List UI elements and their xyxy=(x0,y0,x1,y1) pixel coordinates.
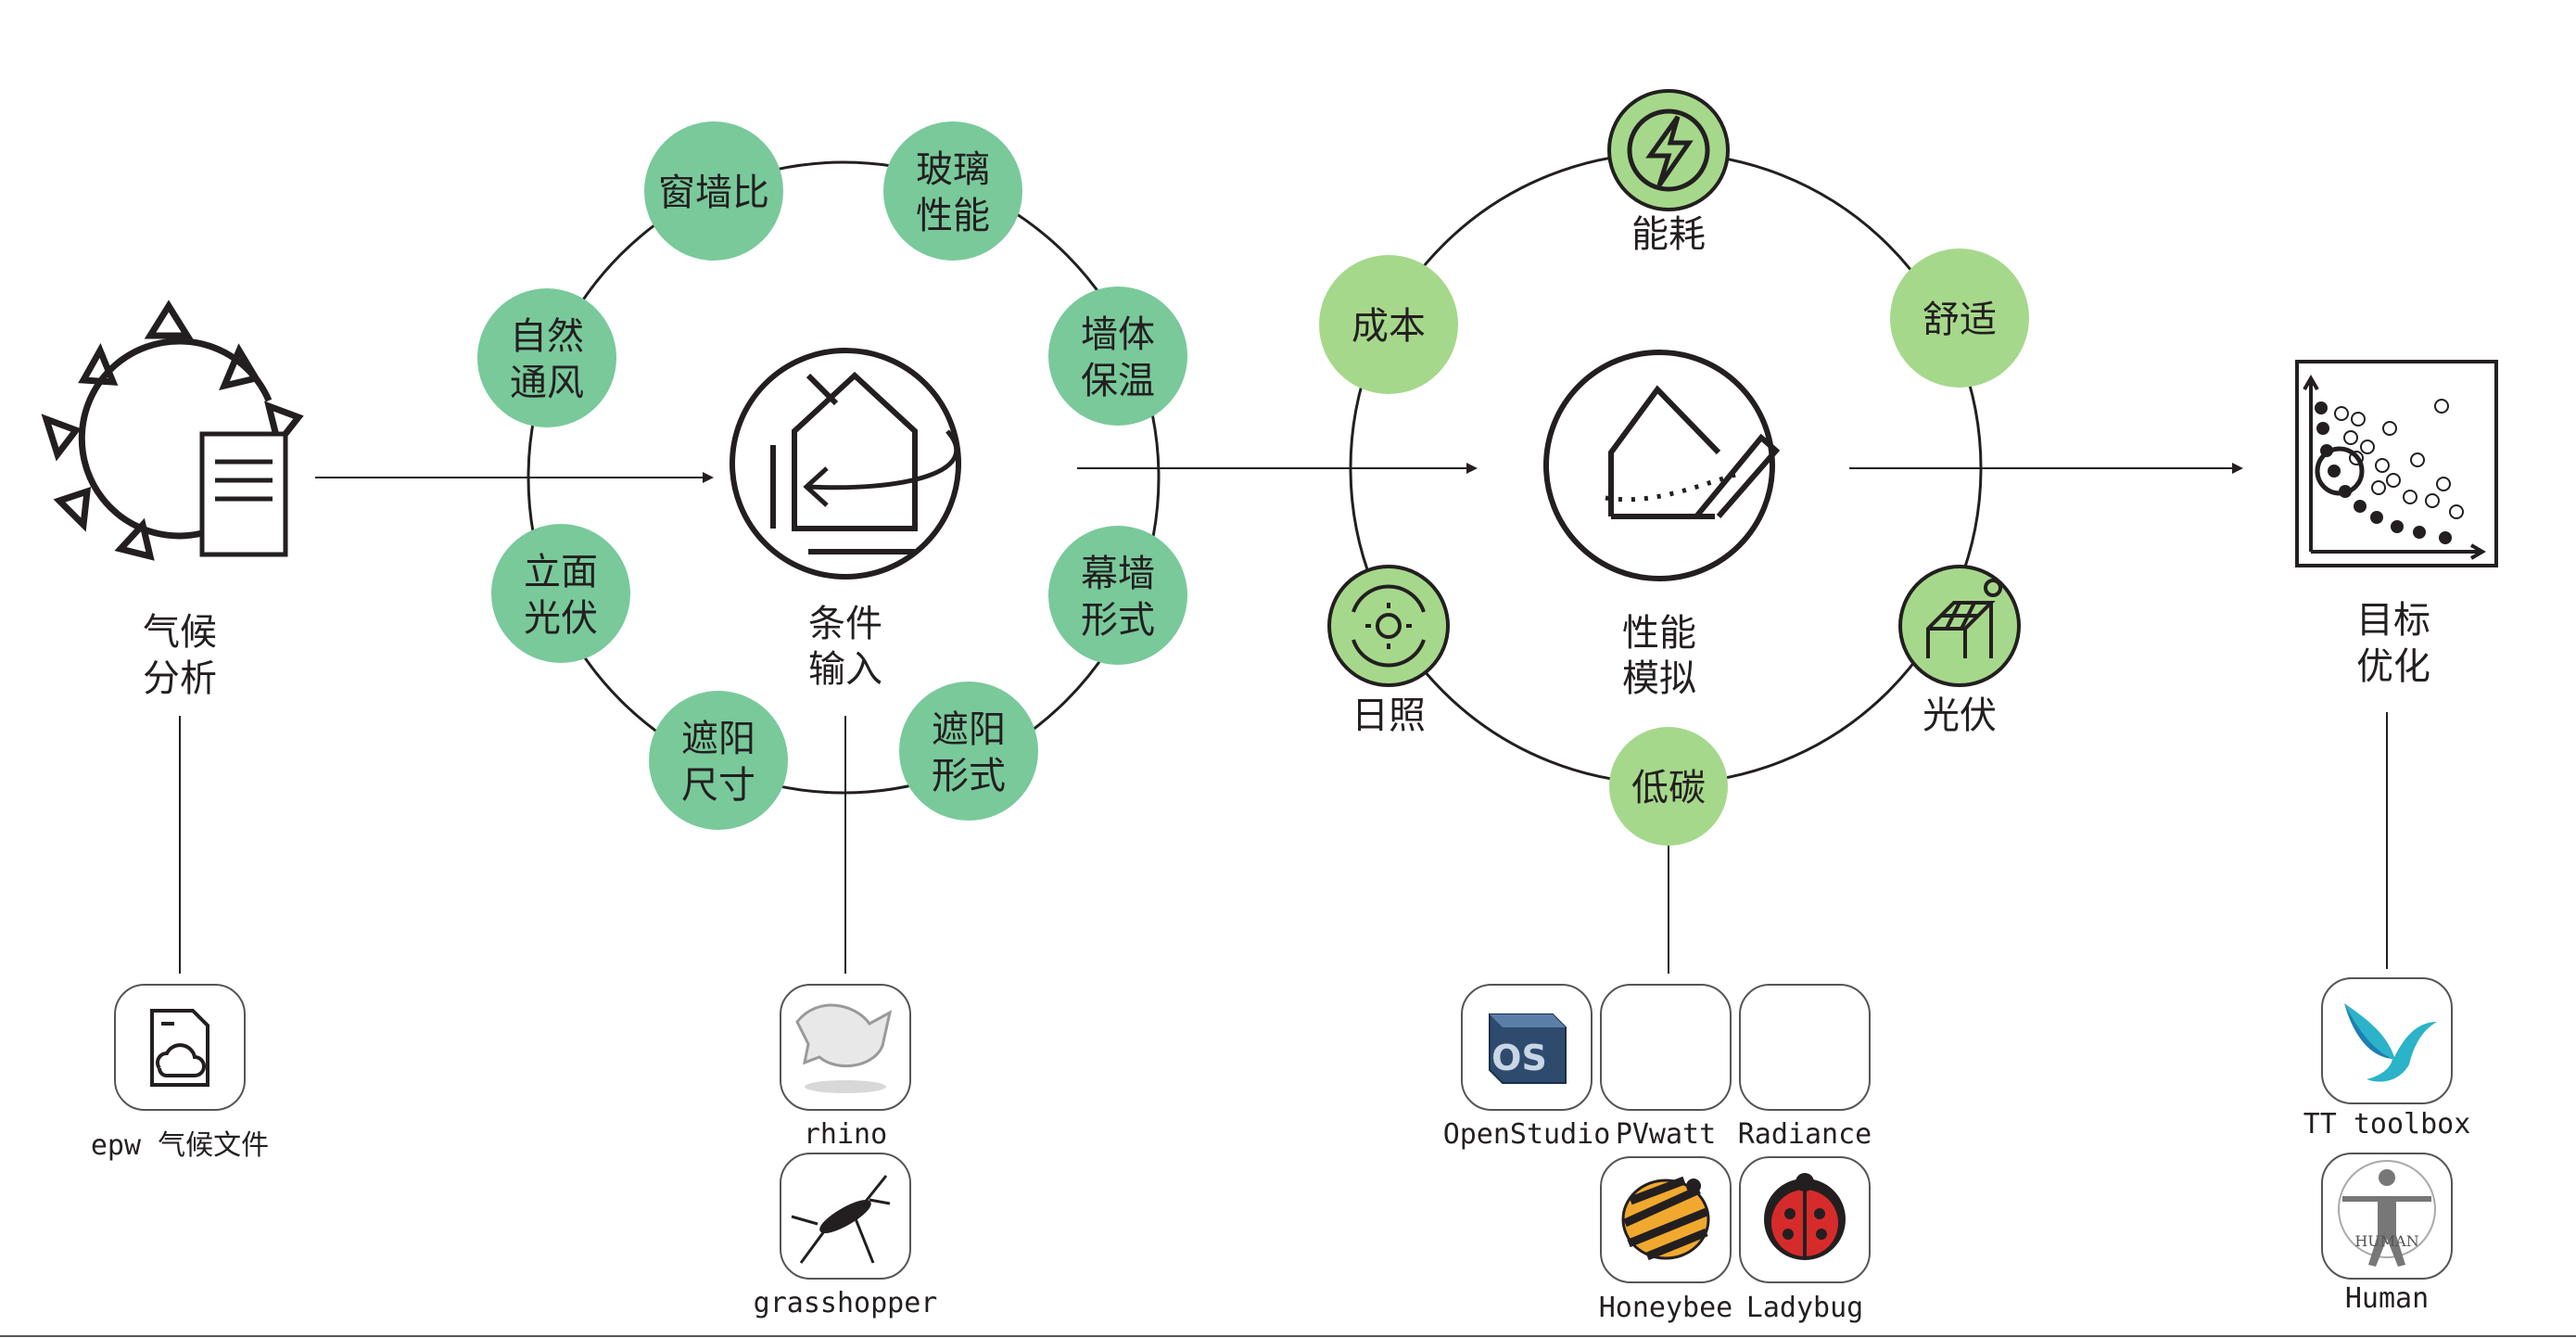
performance-node-label: 光伏 xyxy=(1922,694,1997,737)
performance-node-energy[interactable]: 能耗 xyxy=(1607,89,1730,256)
rhino-logo-icon xyxy=(795,1003,893,1093)
condition-node-label: 墙体 xyxy=(1081,313,1155,356)
optimization-label-line1: 目标 xyxy=(2356,599,2430,642)
condition-node-label: 性能 xyxy=(916,195,990,237)
performance-node-label: 舒适 xyxy=(1922,299,1997,341)
condition-node[interactable]: 玻璃 性能 xyxy=(883,121,1022,261)
pvwatt-tool-frame[interactable] xyxy=(1600,984,1732,1111)
grasshopper-logo-icon xyxy=(791,1175,891,1264)
rhino-tool-label: rhino xyxy=(804,1118,887,1151)
condition-node-label: 自然 xyxy=(510,315,584,358)
svg-text:OS: OS xyxy=(1491,1038,1547,1078)
conditions-center-line2: 输入 xyxy=(808,648,882,691)
climate-label-line1: 气候 xyxy=(143,611,217,654)
conditions-ring xyxy=(527,160,1161,795)
epw-tool-frame[interactable] xyxy=(114,984,246,1111)
performance-node-sunlight[interactable]: 日照 xyxy=(1327,565,1450,737)
condition-node[interactable]: 墙体 保温 xyxy=(1048,287,1187,426)
condition-node[interactable]: 遮阳 形式 xyxy=(899,682,1038,821)
honeybee-tool-label: Honeybee xyxy=(1599,1292,1733,1324)
tt-toolbox-tool-frame[interactable] xyxy=(2321,977,2453,1104)
condition-node-label: 光伏 xyxy=(524,597,598,640)
pareto-scatter-icon xyxy=(2295,360,2498,567)
performance-node-lowcarbon[interactable]: 低碳 xyxy=(1609,727,1728,846)
pvwatt-tool-label: PVwatt xyxy=(1616,1118,1716,1151)
optimization-label-line2: 优化 xyxy=(2356,645,2430,688)
human-figure-icon: HUMAN xyxy=(2338,1160,2436,1267)
climate-icon xyxy=(41,299,304,561)
tt-toolbox-bird-icon xyxy=(2344,1003,2437,1082)
performance-center-line2: 模拟 xyxy=(1622,657,1696,700)
condition-node[interactable]: 窗墙比 xyxy=(644,121,783,261)
house-dimension-icon xyxy=(730,348,961,580)
human-tool-label: Human xyxy=(2345,1282,2429,1315)
human-badge: HUMAN xyxy=(2354,1232,2418,1250)
weather-file-icon xyxy=(150,1009,209,1087)
climate-label-line2: 分析 xyxy=(143,657,217,700)
energy-bolt-icon xyxy=(1627,108,1710,192)
conditions-center-line1: 条件 xyxy=(808,603,882,645)
condition-node[interactable]: 幕墙 形式 xyxy=(1048,526,1187,665)
openstudio-logo-icon: OS xyxy=(1489,1013,1567,1084)
performance-node-label: 能耗 xyxy=(1631,213,1706,256)
performance-center-line1: 性能 xyxy=(1622,612,1696,655)
condition-node-label: 玻璃 xyxy=(916,148,990,191)
condition-node[interactable]: 遮阳 尺寸 xyxy=(649,691,788,830)
condition-node-label: 保温 xyxy=(1081,360,1155,402)
honeybee-logo-icon xyxy=(1621,1176,1710,1261)
condition-node-label: 形式 xyxy=(932,755,1006,797)
ladybug-tool-label: Ladybug xyxy=(1746,1292,1863,1324)
condition-node-label: 尺寸 xyxy=(681,764,755,807)
performance-node-label: 成本 xyxy=(1351,305,1426,348)
performance-node-comfort[interactable]: 舒适 xyxy=(1890,248,2029,388)
tt-toolbox-tool-label: TT toolbox xyxy=(2303,1108,2471,1140)
simulation-house-icon xyxy=(1543,350,1781,581)
performance-node-label: 低碳 xyxy=(1631,767,1706,809)
condition-node-label: 幕墙 xyxy=(1081,553,1155,595)
condition-node-label: 窗墙比 xyxy=(658,172,769,214)
performance-node-pv[interactable]: 光伏 xyxy=(1898,565,2021,737)
condition-node-label: 遮阳 xyxy=(932,708,1006,751)
radiance-tool-frame[interactable] xyxy=(1739,984,1871,1111)
condition-node-label: 遮阳 xyxy=(681,718,755,760)
performance-node-label: 日照 xyxy=(1351,694,1426,737)
grasshopper-tool-label: grasshopper xyxy=(754,1287,938,1319)
condition-node-label: 通风 xyxy=(510,362,584,404)
ladybug-logo-icon xyxy=(1764,1173,1846,1260)
condition-node[interactable]: 立面 光伏 xyxy=(491,524,630,663)
solar-panel-icon xyxy=(1926,579,2002,658)
openstudio-tool-label: OpenStudio xyxy=(1443,1118,1611,1151)
condition-node[interactable]: 自然 通风 xyxy=(477,288,616,427)
sun-cycle-icon xyxy=(1351,584,1426,668)
radiance-tool-label: Radiance xyxy=(1738,1118,1872,1151)
epw-tool-label: epw 气候文件 xyxy=(91,1129,269,1162)
condition-node-label: 形式 xyxy=(1081,599,1155,642)
condition-node-label: 立面 xyxy=(524,551,598,593)
performance-node-cost[interactable]: 成本 xyxy=(1319,255,1458,394)
